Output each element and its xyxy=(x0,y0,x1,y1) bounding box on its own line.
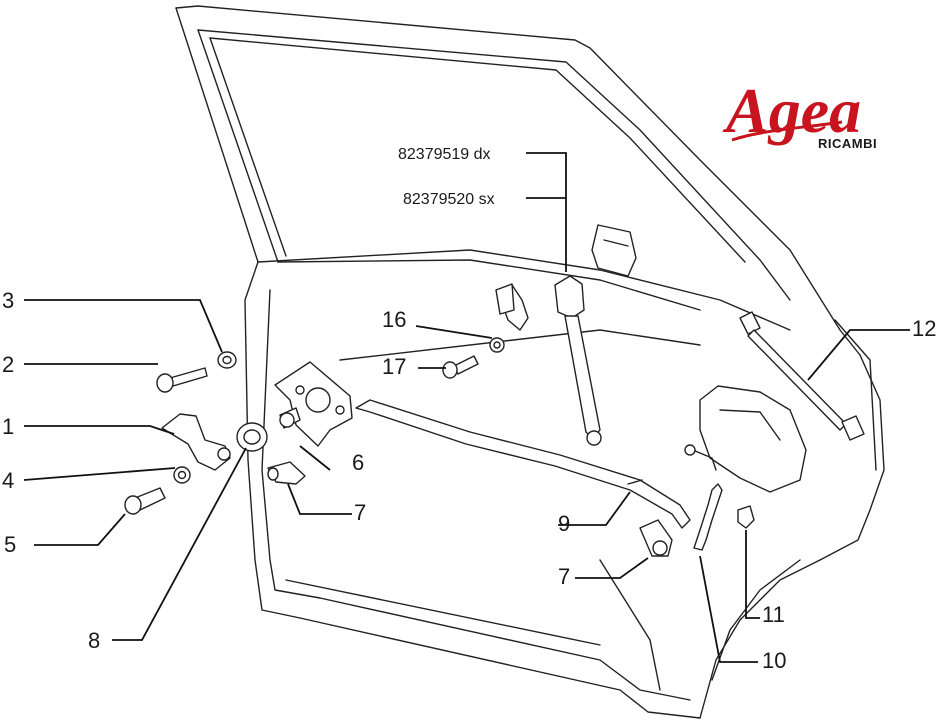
part-17-bolt xyxy=(442,355,479,379)
part-11-clip xyxy=(737,505,755,529)
part-7-clip-left xyxy=(267,461,306,485)
lock-assembly xyxy=(684,385,807,493)
part-3-washer xyxy=(217,351,237,369)
part-4-washer xyxy=(173,466,191,484)
agea-logo: Agea RICAMBI xyxy=(722,75,877,151)
door-outline xyxy=(175,5,885,719)
callout-7-b: 7 xyxy=(558,564,570,589)
part-10-rod xyxy=(693,483,723,551)
part-number-dx: 82379519 dx xyxy=(398,146,491,163)
logo-word: Agea xyxy=(722,75,861,146)
callout-10: 10 xyxy=(762,648,786,673)
part-16-clip xyxy=(495,283,529,331)
part-12-rod xyxy=(739,311,865,441)
part-8-bush xyxy=(236,422,268,452)
part-2-bolt xyxy=(156,367,208,393)
logo-sub: RICAMBI xyxy=(818,136,877,151)
callout-6: 6 xyxy=(352,450,364,475)
part-6-mechanism xyxy=(274,361,353,447)
callout-9: 9 xyxy=(558,511,570,536)
callout-12: 12 xyxy=(912,316,936,341)
part-9-rod xyxy=(355,399,691,529)
callout-16: 16 xyxy=(382,307,406,332)
lock-button-rod xyxy=(554,275,602,446)
callout-5: 5 xyxy=(4,532,16,557)
upper-bracket xyxy=(591,224,637,277)
part-16-washer xyxy=(489,337,505,353)
leader-lines xyxy=(23,152,910,663)
part-1-lever xyxy=(161,413,231,471)
callout-1: 1 xyxy=(2,414,14,439)
callout-11: 11 xyxy=(762,602,785,627)
part-number-sx: 82379520 sx xyxy=(403,191,495,208)
callout-2: 2 xyxy=(2,352,14,377)
callout-3: 3 xyxy=(2,288,14,313)
part-5-bolt xyxy=(124,487,166,515)
callout-7-a: 7 xyxy=(354,500,366,525)
callout-8: 8 xyxy=(88,628,100,653)
callout-4: 4 xyxy=(2,468,14,493)
callout-17: 17 xyxy=(382,354,406,379)
part-7-clip-right xyxy=(639,519,673,557)
